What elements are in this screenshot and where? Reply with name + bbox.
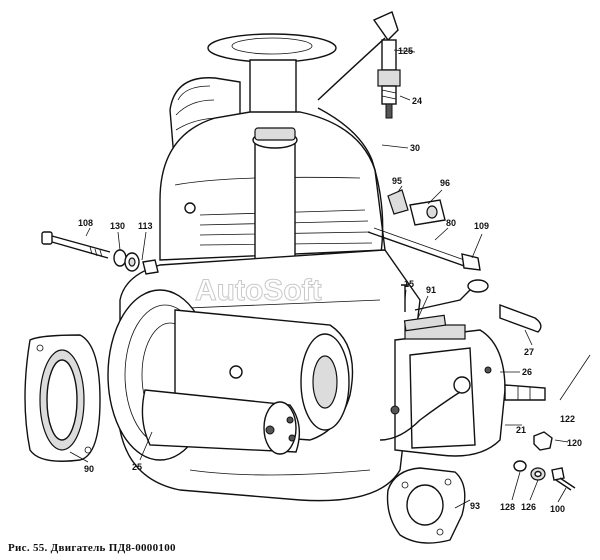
callout-120: 120 bbox=[567, 438, 582, 448]
gasket-90 bbox=[24, 334, 101, 462]
leader-lines bbox=[69, 49, 591, 509]
callout-90: 90 bbox=[84, 464, 94, 474]
callout-125: 125 bbox=[398, 46, 413, 56]
callout-122: 122 bbox=[560, 414, 575, 424]
magneto bbox=[379, 324, 546, 457]
callout-30: 30 bbox=[410, 143, 420, 153]
callout-126: 126 bbox=[521, 502, 536, 512]
callout-113: 113 bbox=[138, 221, 153, 231]
watermark: AutoSoft bbox=[195, 274, 322, 307]
callout-130: 130 bbox=[110, 221, 125, 231]
stud-assembly bbox=[367, 189, 481, 271]
callout-95: 95 bbox=[392, 176, 402, 186]
gasket-93 bbox=[386, 467, 466, 544]
figure-caption: Рис. 55. Двигатель ПД8-0000100 bbox=[8, 542, 176, 554]
callout-24: 24 bbox=[412, 96, 422, 106]
callout-128: 128 bbox=[500, 502, 515, 512]
callout-labels: 125 24 30 95 96 80 109 108 130 113 15 91… bbox=[78, 46, 582, 514]
cylinder-shroud bbox=[159, 111, 386, 261]
bolt-assembly-left bbox=[41, 231, 159, 275]
callout-25: 25 bbox=[132, 462, 142, 472]
callout-26: 26 bbox=[522, 367, 532, 377]
callout-91: 91 bbox=[426, 285, 436, 295]
spark-plug bbox=[317, 11, 401, 119]
callout-15: 15 bbox=[404, 279, 414, 289]
control-rod bbox=[403, 279, 542, 333]
callout-108: 108 bbox=[78, 218, 93, 228]
callout-80: 80 bbox=[446, 218, 456, 228]
callout-100: 100 bbox=[550, 504, 565, 514]
starter-motor bbox=[141, 309, 354, 455]
callout-96: 96 bbox=[440, 178, 450, 188]
callout-27: 27 bbox=[524, 347, 534, 357]
callout-93: 93 bbox=[470, 501, 480, 511]
hardware-right bbox=[513, 431, 576, 491]
callout-109: 109 bbox=[474, 221, 489, 231]
callout-21: 21 bbox=[516, 425, 526, 435]
